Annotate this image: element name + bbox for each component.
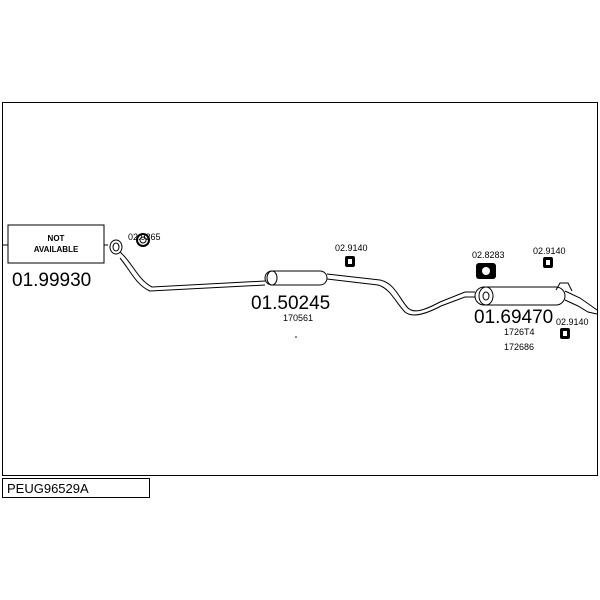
ring-fitting: 02.9265 [128,232,161,247]
hanger-rear-bottom-label: 02.9140 [556,317,589,327]
diagram-frame [2,102,598,476]
vehicle-code-box: PEUG96529A [2,478,150,498]
hanger-mid-label: 02.9140 [335,243,368,253]
not-available-box: NOT AVAILABLE [2,224,108,264]
front-flange [109,239,123,255]
not-available-line2: AVAILABLE [34,245,79,254]
clamp-block-label: 02.8283 [472,250,505,260]
middle-silencer [264,270,328,286]
rear-silencer-ref-1: 1726T4 [504,327,535,337]
middle-pipe [326,273,475,316]
rear-silencer-part-number: 01.69470 [474,307,553,328]
hanger-rear-top: 02.9140 [533,246,566,268]
hanger-mid: 02.9140 [335,243,368,267]
hanger-rear-bottom: 02.9140 [556,317,589,339]
hanger-rear-top-label: 02.9140 [533,246,566,256]
clamp-block: 02.8283 [472,250,505,279]
middle-silencer-ref: 170561 [283,313,313,323]
rear-silencer-ref-2: 172686 [504,342,534,352]
middle-silencer-part-number: 01.50245 [251,293,330,314]
front-pipe [119,251,266,292]
rear-silencer [474,282,598,315]
vehicle-code: PEUG96529A [7,481,89,496]
stray-dot [295,336,297,338]
front-pipe-part-number: 01.99930 [12,270,91,291]
ring-fitting-label: 02.9265 [128,232,161,242]
not-available-line1: NOT [48,234,65,243]
